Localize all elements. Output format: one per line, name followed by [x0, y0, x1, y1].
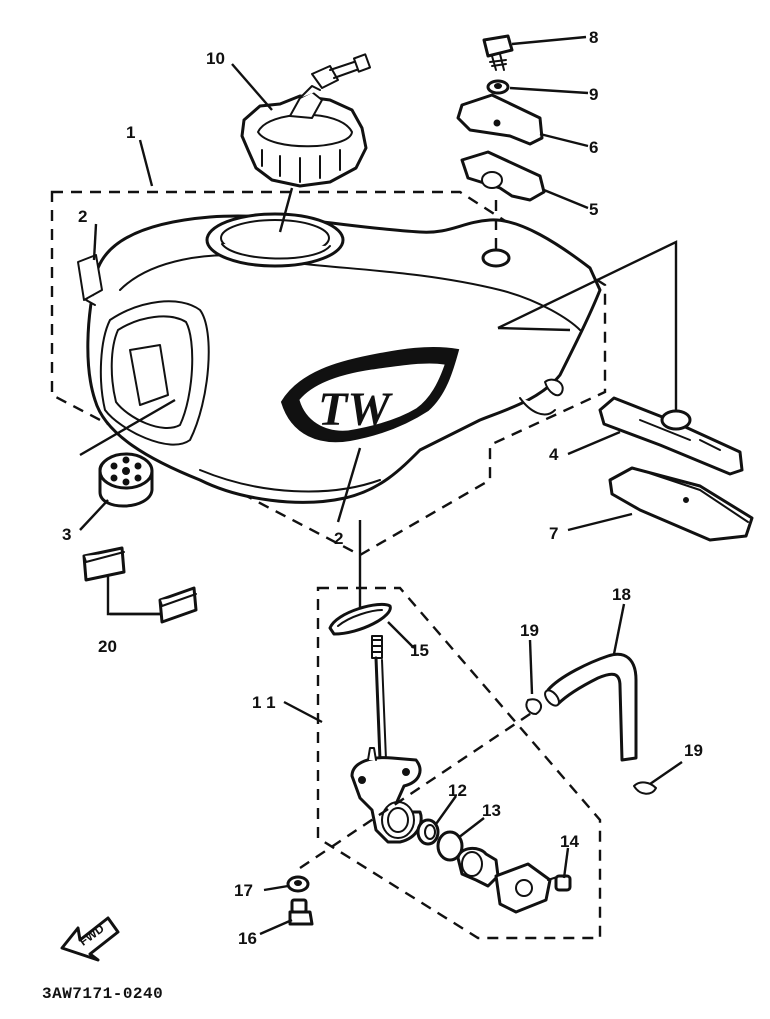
protector-plate-7	[608, 466, 754, 542]
o-ring-15	[328, 603, 392, 636]
cock-cover-plate	[494, 862, 552, 914]
callout-17: 17	[234, 881, 253, 900]
callout-18: 18	[612, 585, 631, 604]
callout-1: 1	[126, 123, 136, 142]
callout-6: 6	[589, 138, 599, 157]
callout-3: 3	[62, 525, 72, 544]
callout-11: 1 1	[252, 693, 276, 712]
cap-to-tank-line	[278, 187, 294, 233]
washer-9-hole	[494, 83, 502, 89]
cap-bolt	[482, 34, 514, 71]
tank-emblem-decal	[280, 346, 460, 443]
callout-9: 9	[589, 85, 599, 104]
callout-12: 12	[448, 781, 467, 800]
plate-7-hole	[683, 497, 689, 503]
left-side-decal	[77, 254, 103, 301]
callout-20: 20	[98, 637, 117, 656]
fuel-tank	[79, 214, 602, 504]
hose-clip-19a	[525, 698, 543, 715]
bracket-5	[460, 150, 546, 202]
damper-mount-line	[79, 398, 176, 457]
callout-14: 14	[560, 832, 579, 851]
callout-7: 7	[549, 524, 559, 543]
plate-hole	[493, 119, 501, 127]
tank-filler-neck	[205, 212, 345, 268]
callout-8: 8	[589, 28, 599, 47]
rear-bracket-4	[598, 396, 744, 476]
hose-clip-19b	[633, 781, 657, 795]
fuel-cock	[350, 635, 423, 844]
callout-15: 15	[410, 641, 429, 660]
fuel-hose-18	[546, 652, 638, 762]
cock-to-hose-line	[299, 709, 537, 869]
callout-10: 10	[206, 49, 225, 68]
diagram-code: 3AW7171-0240	[42, 985, 164, 1003]
callout-2-bottom: 2	[334, 529, 344, 548]
pads-20	[82, 546, 198, 624]
callout-19-right: 19	[684, 741, 703, 760]
drain-bolt-16	[288, 898, 314, 926]
forward-arrow-icon	[60, 916, 120, 962]
callout-4: 4	[549, 445, 559, 464]
fuel-cock-assembly-boundary	[316, 586, 602, 940]
callout-13: 13	[482, 801, 501, 820]
callout-19-top: 19	[520, 621, 539, 640]
leader-lines	[79, 35, 683, 936]
tank-grommet	[481, 248, 511, 268]
bracket-guide-lines	[497, 240, 678, 412]
seal-12	[416, 818, 440, 846]
o-ring-13	[436, 830, 464, 862]
fuel-cap	[240, 53, 372, 188]
screw-14	[547, 874, 572, 892]
tank-logo-text: TW	[318, 383, 393, 436]
callout-5: 5	[589, 200, 599, 219]
damper-3	[98, 452, 154, 508]
callout-2-top: 2	[78, 207, 88, 226]
callout-16: 16	[238, 929, 257, 948]
cock-lever	[456, 847, 500, 888]
cap-plate-6	[456, 93, 544, 146]
